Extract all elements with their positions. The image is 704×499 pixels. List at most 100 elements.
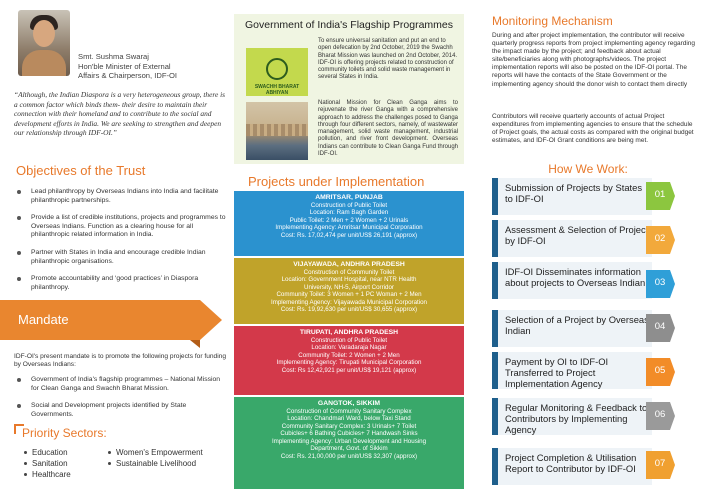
right-column: Monitoring Mechanism During and after pr… xyxy=(472,0,704,499)
step-number: 05 xyxy=(654,365,666,376)
priority-bracket xyxy=(14,424,24,434)
swachh-bharat-text: To ensure universal sanitation and put a… xyxy=(318,38,458,81)
mandate-item: Social and Development projects identifi… xyxy=(16,402,226,419)
priority-item: Sanitation xyxy=(24,459,68,468)
process-step-6: Regular Monitoring & Feedback to Contrib… xyxy=(492,398,652,435)
swachh-bharat-logo-text: SWACHH BHARAT ABHIYAN xyxy=(254,84,300,96)
mandate-item: Government of India's flagship programme… xyxy=(16,376,226,393)
project-line: Cost: Rs. 21,00,000 per unit/US$ 32,307 … xyxy=(280,452,418,460)
mandate-banner-arrow xyxy=(200,300,222,340)
process-step-5: Payment by OI to IDF-OI Transferred to P… xyxy=(492,352,652,389)
project-line: Community Toilet: 3 Women + 1 PC Woman +… xyxy=(276,291,422,298)
minister-quote: “Although, the Indian Diaspora is a very… xyxy=(14,90,226,138)
badge-shape-icon xyxy=(646,358,675,386)
objective-item: Partner with States in India and encoura… xyxy=(16,249,226,266)
process-step-4: Selection of a Project by Overseas India… xyxy=(492,310,652,347)
middle-column: Government of India's Flagship Programme… xyxy=(234,0,468,499)
left-column: Smt. Sushma Swaraj Hon'ble Minister of E… xyxy=(0,0,232,499)
step-number: 02 xyxy=(654,233,666,244)
project-line: Location: Chandmari Ward, below Taxi Sta… xyxy=(287,415,411,422)
step-label: IDF-OI Disseminates information about pr… xyxy=(505,266,646,288)
step-number: 04 xyxy=(654,321,666,332)
step-badge: 07 xyxy=(646,451,676,479)
project-title: TIRUPATI, ANDHRA PRADESH xyxy=(299,329,399,336)
project-card-amritsar: AMRITSAR, PUNJAB Construction of Public … xyxy=(234,191,464,256)
project-line: Construction of Community Toilet xyxy=(303,268,395,276)
objectives-heading: Objectives of the Trust xyxy=(16,163,146,178)
step-badge: 01 xyxy=(646,182,676,210)
priority-item: Healthcare xyxy=(24,470,71,479)
badge-shape-icon xyxy=(646,402,675,430)
project-line: Construction of Public Toilet xyxy=(310,201,388,209)
mandate-banner-fold xyxy=(190,340,200,348)
river-ghats xyxy=(246,124,308,136)
mandate-heading: Mandate xyxy=(18,312,69,327)
step-number: 07 xyxy=(654,458,666,469)
mandate-banner: Mandate xyxy=(0,300,222,348)
minister-portrait xyxy=(18,10,70,76)
process-step-1: Submission of Projects by States to IDF-… xyxy=(492,178,652,215)
project-line: Implementing Agency: Urban Development a… xyxy=(271,437,427,445)
clean-ganga-text: National Mission for Clean Ganga aims to… xyxy=(318,100,458,158)
step-badge: 03 xyxy=(646,270,676,298)
process-step-3: IDF-OI Disseminates information about pr… xyxy=(492,262,652,299)
step-badge: 02 xyxy=(646,226,676,254)
mandate-intro: IDF-OI's present mandate is to promote t… xyxy=(14,353,226,369)
project-line: Public Toilet: 2 Men + 2 Women + 2 Urina… xyxy=(289,216,409,224)
mandate-list: Government of India's flagship programme… xyxy=(16,376,226,428)
project-line: Location: Ram Bagh Garden xyxy=(309,209,389,216)
glasses-icon xyxy=(266,58,288,80)
step-label: Assessment & Selection of Project by IDF… xyxy=(505,224,649,246)
project-line: Cost: Rs 12,42,921 per unit/US$ 19,121 (… xyxy=(281,366,417,374)
portrait-body xyxy=(22,50,66,76)
step-label: Payment by OI to IDF-OI Transferred to P… xyxy=(505,356,609,389)
monitoring-paragraph-2: Contributors will receive quarterly acco… xyxy=(492,113,694,145)
priority-item: Women's Empowerment xyxy=(108,448,203,457)
project-card-gangtok: GANGTOK, SIKKIM Construction of Communit… xyxy=(234,397,464,489)
ganga-river-image xyxy=(246,102,308,160)
process-step-2: Assessment & Selection of Project by IDF… xyxy=(492,220,652,257)
project-card-vijayawada: VIJAYAWADA, ANDHRA PRADESH Construction … xyxy=(234,258,464,324)
step-badge: 06 xyxy=(646,402,676,430)
project-title: VIJAYAWADA, ANDHRA PRADESH xyxy=(293,261,405,268)
project-line: Construction of Community Sanitary Compl… xyxy=(286,407,412,415)
project-line: University, NH-5, Airport Corridor xyxy=(304,283,394,291)
minister-role-line2: Affairs & Chairperson, IDF-OI xyxy=(78,71,178,81)
project-line: Cost: Rs. 17,02,474 per unit/US$ 26,191 … xyxy=(280,231,418,239)
project-line: Construction of Public Toilet xyxy=(310,336,388,344)
project-line: Community Sanitary Complex: 3 Urinals+ 7… xyxy=(281,422,417,430)
objective-item: Lead philanthropy by Overseas Indians in… xyxy=(16,188,226,205)
project-line: Location: Government Hospital, near NTR … xyxy=(281,276,417,283)
priority-item: Education xyxy=(24,448,68,457)
project-line: Department, Govt. of Sikkim xyxy=(310,445,388,452)
priority-sectors: Priority Sectors: Education Sanitation H… xyxy=(14,424,224,494)
process-step-7: Project Completion & Utilisation Report … xyxy=(492,448,652,485)
project-title: AMRITSAR, PUNJAB xyxy=(315,194,383,201)
badge-shape-icon xyxy=(646,451,675,479)
project-line: Implementing Agency: Vijayawada Municipa… xyxy=(270,298,428,306)
minister-role-line1: Hon'ble Minister of External xyxy=(78,61,171,71)
objectives-list: Lead philanthropy by Overseas Indians in… xyxy=(16,188,226,301)
mandate-banner-bar xyxy=(0,300,200,340)
badge-shape-icon xyxy=(646,314,675,342)
project-line: Implementing Agency: Tirupati Municipal … xyxy=(276,359,422,366)
project-line: Implementing Agency: Amritsar Municipal … xyxy=(275,224,423,231)
portrait-face xyxy=(33,20,55,47)
badge-shape-icon xyxy=(646,182,675,210)
badge-shape-icon xyxy=(646,270,675,298)
step-label: Project Completion & Utilisation Report … xyxy=(505,452,637,474)
step-number: 06 xyxy=(654,409,666,420)
objective-item: Provide a list of credible institutions,… xyxy=(16,214,226,240)
projects-heading: Projects under Implementation xyxy=(248,174,425,189)
step-number: 03 xyxy=(654,277,666,288)
flagship-programmes-box: Government of India's Flagship Programme… xyxy=(234,14,464,164)
monitoring-heading: Monitoring Mechanism xyxy=(492,14,613,28)
priority-heading: Priority Sectors: xyxy=(22,426,107,440)
minister-name-block: Smt. Sushma Swaraj Hon'ble Minister of E… xyxy=(78,52,228,81)
project-title: GANGTOK, SIKKIM xyxy=(317,400,381,407)
badge-shape-icon xyxy=(646,226,675,254)
project-line: Community Toilet: 2 Women + 2 Men xyxy=(298,351,400,359)
project-line: Cost: Rs. 19,92,630 per unit/US$ 30,655 … xyxy=(280,306,418,313)
step-label: Submission of Projects by States to IDF-… xyxy=(505,182,643,204)
swachh-bharat-logo: SWACHH BHARAT ABHIYAN xyxy=(246,48,308,96)
